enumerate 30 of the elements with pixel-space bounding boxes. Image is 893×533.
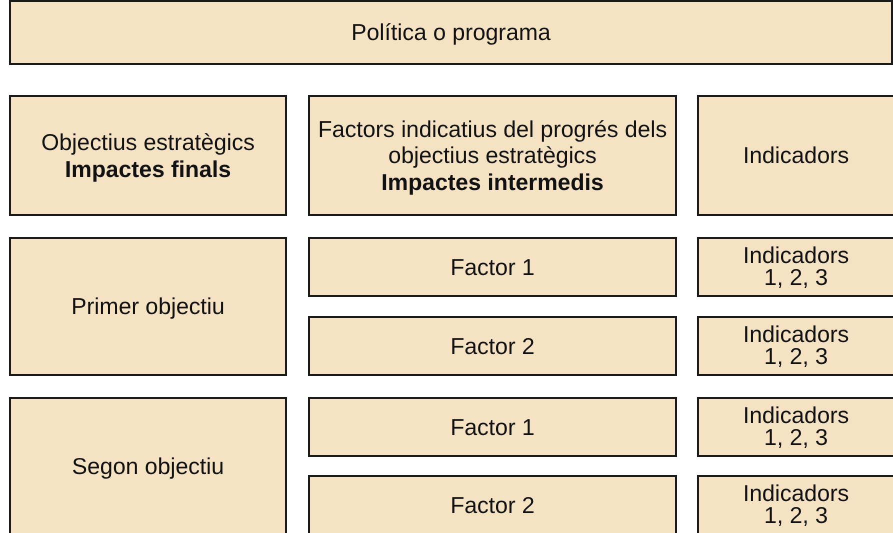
box-label: Indicadors 1, 2, 3 xyxy=(742,483,850,527)
box-label: Factors indicatius del progrés dels objectius estratègics xyxy=(318,116,668,169)
factor-box xyxy=(308,397,677,457)
box-label: Factor 1 xyxy=(450,254,535,280)
box-label: Indicadors 1, 2, 3 xyxy=(742,324,850,368)
column-header-box xyxy=(9,95,287,216)
box-label: Factor 2 xyxy=(450,332,535,360)
box-label: Indicadors 1, 2, 3 xyxy=(742,245,850,289)
column-header-box xyxy=(308,95,677,216)
objective-box xyxy=(9,397,287,533)
box-label: Factor 1 xyxy=(450,414,535,440)
box-label: Indicadors xyxy=(742,142,850,169)
indicator-box xyxy=(697,397,893,457)
subtitle-text: Impactes intermedis xyxy=(381,168,604,196)
objective-box xyxy=(9,237,287,376)
column-header-box xyxy=(697,95,893,216)
box-label: Primer objectiu xyxy=(71,293,225,320)
box-label: Indicadors 1, 2, 3 xyxy=(742,405,850,449)
factor-box xyxy=(308,475,677,533)
subtitle-text: Impactes finals xyxy=(64,156,232,182)
factor-box xyxy=(308,316,677,376)
box-label: Segon objectiu xyxy=(72,453,224,480)
indicator-box xyxy=(697,316,893,376)
heading-box xyxy=(9,0,893,65)
box-label: Objectius estratègics xyxy=(41,129,255,156)
indicator-box xyxy=(697,475,893,533)
box-label: Factor 2 xyxy=(450,492,535,518)
indicator-box xyxy=(697,237,893,297)
factor-box xyxy=(308,237,677,297)
box-label: Política o programa xyxy=(351,19,551,46)
